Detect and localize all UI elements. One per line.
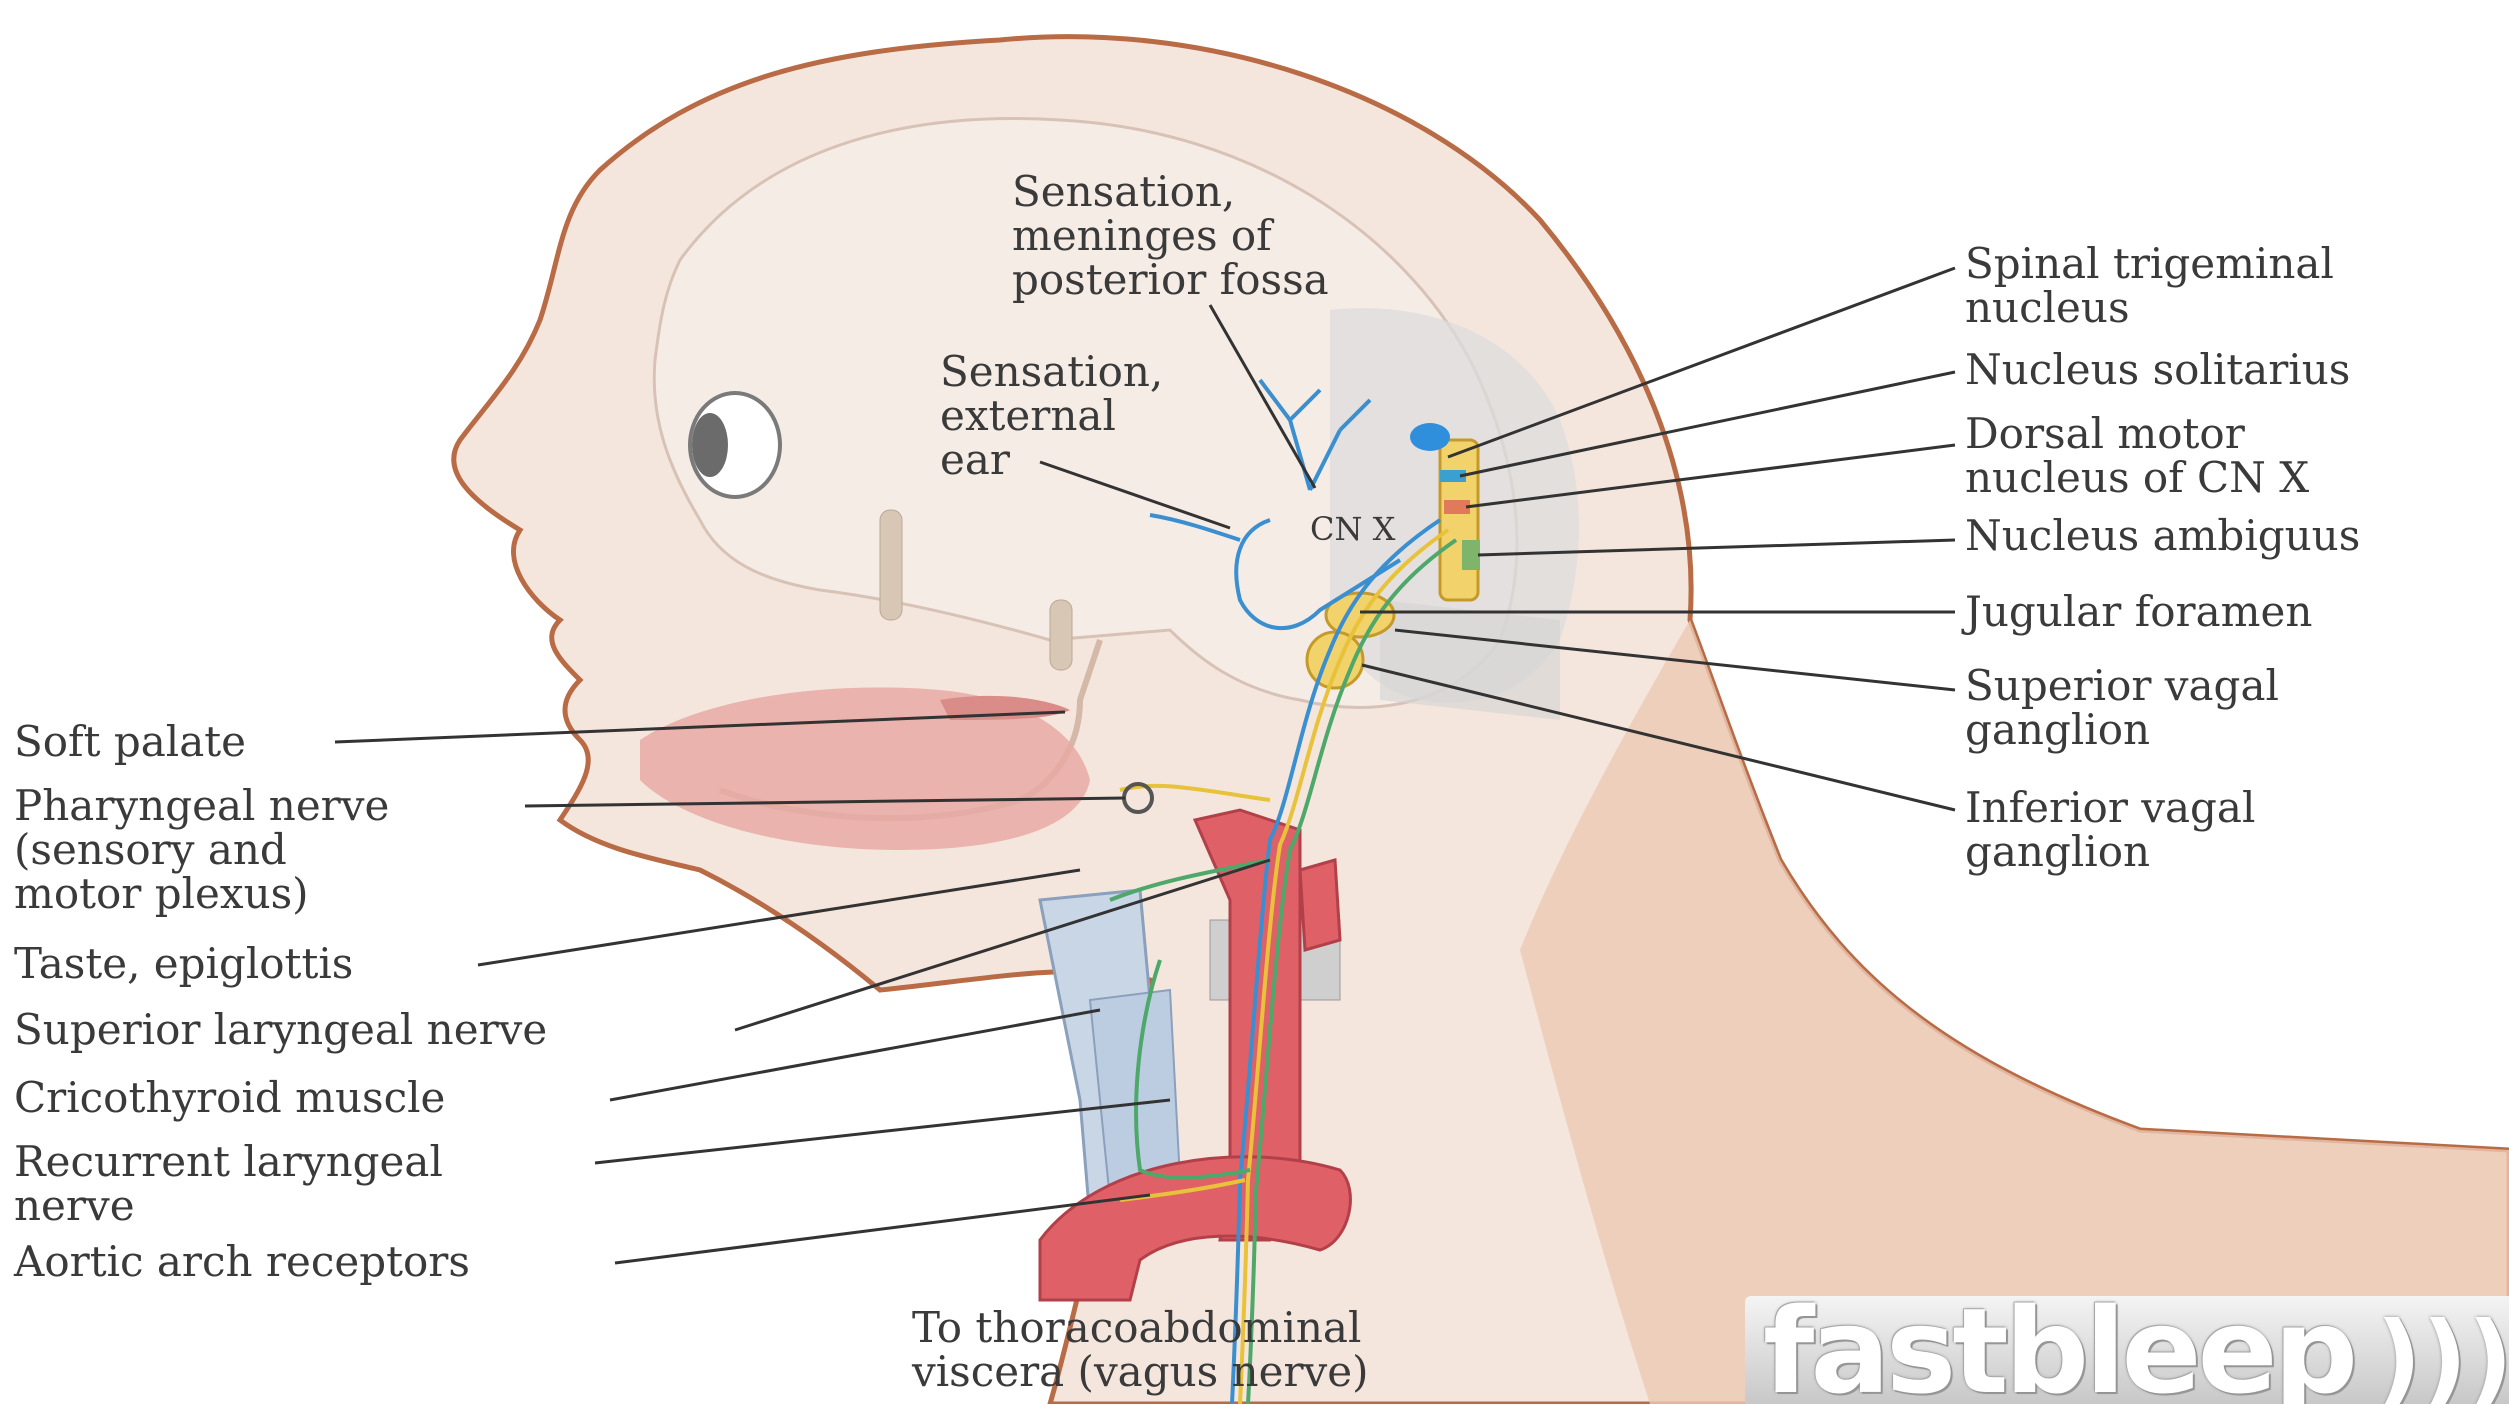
ambiguus-bar: [1462, 540, 1480, 570]
teeth-upper: [880, 510, 902, 620]
label-superior-vagal-ganglion: Superior vagal ganglion: [1965, 664, 2279, 752]
label-thoracoabdominal: To thoracoabdominal viscera (vagus nerve…: [912, 1306, 1369, 1394]
label-dorsal-motor: Dorsal motor nucleus of CN X: [1965, 412, 2309, 500]
label-nucleus-ambiguus: Nucleus ambiguus: [1965, 514, 2360, 558]
logo-text: fastbleep: [1763, 1296, 2354, 1404]
logo-waves-icon: ))): [2376, 1300, 2509, 1404]
label-pharyngeal-nerve: Pharyngeal nerve (sensory and motor plex…: [14, 784, 389, 916]
label-meninges: Sensation, meninges of posterior fossa: [1012, 170, 1329, 302]
teeth-lower: [1050, 600, 1072, 670]
label-nucleus-solitarius: Nucleus solitarius: [1965, 348, 2350, 392]
spinal-trigeminal-bulb: [1410, 423, 1450, 451]
external-carotid: [1300, 860, 1340, 950]
brainstem-nuclei: [1440, 440, 1478, 600]
label-taste-epiglottis: Taste, epiglottis: [14, 942, 353, 986]
label-cricothyroid: Cricothyroid muscle: [14, 1076, 445, 1120]
label-cn-x: CN X: [1310, 512, 1395, 546]
label-superior-laryngeal: Superior laryngeal nerve: [14, 1008, 547, 1052]
fastbleep-logo: fastbleep ))): [1745, 1296, 2509, 1404]
label-soft-palate: Soft palate: [14, 720, 246, 764]
label-inferior-vagal-ganglion: Inferior vagal ganglion: [1965, 786, 2255, 874]
label-recurrent-laryngeal: Recurrent laryngeal nerve: [14, 1140, 443, 1228]
label-external-ear: Sensation, external ear: [940, 350, 1163, 482]
label-spinal-trigeminal: Spinal trigeminal nucleus: [1965, 242, 2334, 330]
label-aortic-arch: Aortic arch receptors: [14, 1240, 470, 1284]
iris: [692, 413, 728, 477]
spinal-column-region: [1380, 600, 1560, 720]
leader-cricothyroid: [610, 1010, 1100, 1100]
label-jugular-foramen: Jugular foramen: [1965, 590, 2312, 634]
